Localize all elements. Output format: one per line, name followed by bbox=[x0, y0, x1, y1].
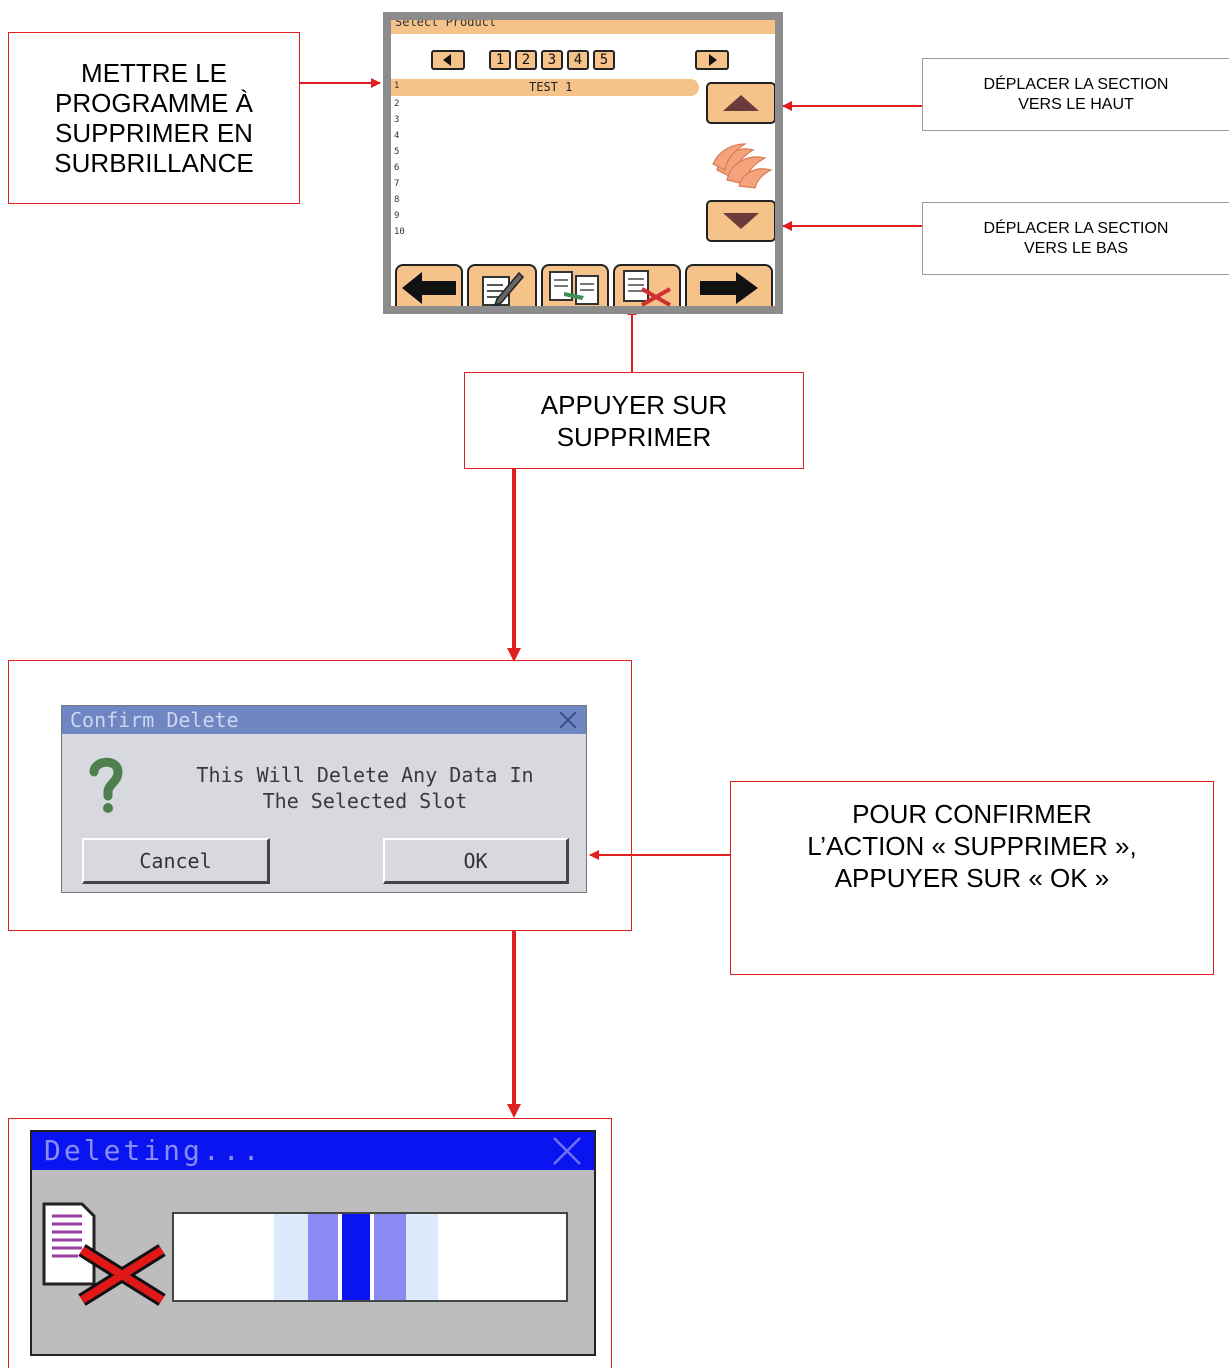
copy-icon bbox=[549, 271, 599, 305]
back-button[interactable] bbox=[395, 264, 463, 306]
deleting-dialog-titlebar: Deleting... bbox=[32, 1132, 594, 1170]
selected-row-highlight[interactable] bbox=[391, 79, 699, 96]
callout-highlight: METTRE LE PROGRAMME À SUPPRIMER EN SURBR… bbox=[8, 32, 300, 204]
callout-move-down-text: DÉPLACER LA SECTION VERS LE BAS bbox=[983, 219, 1169, 257]
page-button-1[interactable]: 1 bbox=[489, 50, 511, 70]
flow-arrowhead-2 bbox=[507, 1104, 521, 1118]
callout-press-delete: APPUYER SUR SUPPRIMER bbox=[464, 372, 804, 469]
question-mark-icon bbox=[89, 757, 123, 813]
move-up-button[interactable] bbox=[706, 82, 775, 124]
callout-move-up: DÉPLACER LA SECTION VERS LE HAUT bbox=[922, 58, 1229, 131]
row-number[interactable]: 8 bbox=[394, 195, 400, 205]
page-button-5[interactable]: 5 bbox=[593, 50, 615, 70]
row-number[interactable]: 9 bbox=[394, 211, 400, 221]
confirm-dialog: Confirm Delete This Will Delete Any Data… bbox=[61, 705, 587, 893]
callout-move-down: DÉPLACER LA SECTION VERS LE BAS bbox=[922, 202, 1229, 275]
close-icon[interactable] bbox=[552, 1136, 582, 1166]
callout-highlight-text: METTRE LE PROGRAMME À SUPPRIMER EN SURBR… bbox=[54, 58, 254, 178]
row-number[interactable]: 3 bbox=[394, 115, 400, 125]
move-down-button[interactable] bbox=[706, 200, 775, 242]
row-number[interactable]: 4 bbox=[394, 131, 400, 141]
deleting-dialog: Deleting... bbox=[30, 1130, 596, 1356]
page-next-button[interactable] bbox=[695, 50, 729, 70]
edit-button[interactable] bbox=[467, 264, 537, 306]
confirm-dialog-message: This Will Delete Any Data In The Selecte… bbox=[196, 763, 534, 813]
forward-button[interactable] bbox=[685, 264, 773, 306]
deleting-progress-bar bbox=[172, 1212, 568, 1302]
flow-arrowhead-1 bbox=[507, 648, 521, 662]
product-swirl-icon bbox=[709, 140, 775, 197]
left-triangle-icon bbox=[443, 54, 451, 66]
delete-button[interactable] bbox=[613, 264, 681, 306]
ok-button[interactable]: OK bbox=[383, 838, 569, 884]
delete-icon bbox=[623, 270, 671, 306]
deleting-dialog-frame bbox=[8, 1118, 612, 1368]
up-triangle-icon bbox=[723, 95, 759, 111]
callout-move-up-text: DÉPLACER LA SECTION VERS LE HAUT bbox=[983, 75, 1169, 113]
cancel-button[interactable]: Cancel bbox=[82, 838, 270, 884]
progress-band-core bbox=[342, 1214, 370, 1300]
screen-title-bar: Select Product bbox=[391, 20, 775, 34]
left-arrow-icon bbox=[402, 272, 456, 304]
page-button-4[interactable]: 4 bbox=[567, 50, 589, 70]
screen-title: Select Product bbox=[395, 20, 497, 29]
callout-confirm-text: POUR CONFIRMER L’ACTION « SUPPRIMER », A… bbox=[807, 799, 1137, 893]
callout-confirm: POUR CONFIRMER L’ACTION « SUPPRIMER », A… bbox=[730, 781, 1214, 975]
edit-icon bbox=[482, 271, 525, 306]
confirm-dialog-frame bbox=[8, 660, 632, 931]
confirm-dialog-title: Confirm Delete bbox=[70, 708, 239, 732]
row-number[interactable]: 5 bbox=[394, 147, 400, 157]
selected-row-name: TEST 1 bbox=[529, 80, 573, 94]
page-button-3[interactable]: 3 bbox=[541, 50, 563, 70]
row-number[interactable]: 1 bbox=[394, 81, 400, 91]
down-triangle-icon bbox=[723, 213, 759, 229]
progress-band-gap bbox=[370, 1214, 374, 1300]
close-icon[interactable] bbox=[558, 710, 578, 730]
right-arrow-icon bbox=[700, 272, 758, 304]
product-select-screen: Select Product 1 2 3 4 5 TEST 1 1 2 3 4 … bbox=[383, 12, 783, 314]
screen-display: Select Product 1 2 3 4 5 TEST 1 1 2 3 4 … bbox=[391, 20, 775, 306]
copy-button[interactable] bbox=[541, 264, 609, 306]
callout-press-delete-text: APPUYER SUR SUPPRIMER bbox=[540, 389, 728, 452]
right-triangle-icon bbox=[709, 54, 717, 66]
row-number[interactable]: 10 bbox=[394, 227, 405, 237]
deleting-dialog-title: Deleting... bbox=[44, 1134, 263, 1167]
row-number[interactable]: 7 bbox=[394, 179, 400, 189]
confirm-dialog-titlebar: Confirm Delete bbox=[62, 706, 586, 734]
row-number[interactable]: 2 bbox=[394, 99, 400, 109]
page-prev-button[interactable] bbox=[431, 50, 465, 70]
delete-document-icon bbox=[42, 1202, 166, 1306]
row-number[interactable]: 6 bbox=[394, 163, 400, 173]
page-button-2[interactable]: 2 bbox=[515, 50, 537, 70]
progress-band-gap bbox=[338, 1214, 342, 1300]
